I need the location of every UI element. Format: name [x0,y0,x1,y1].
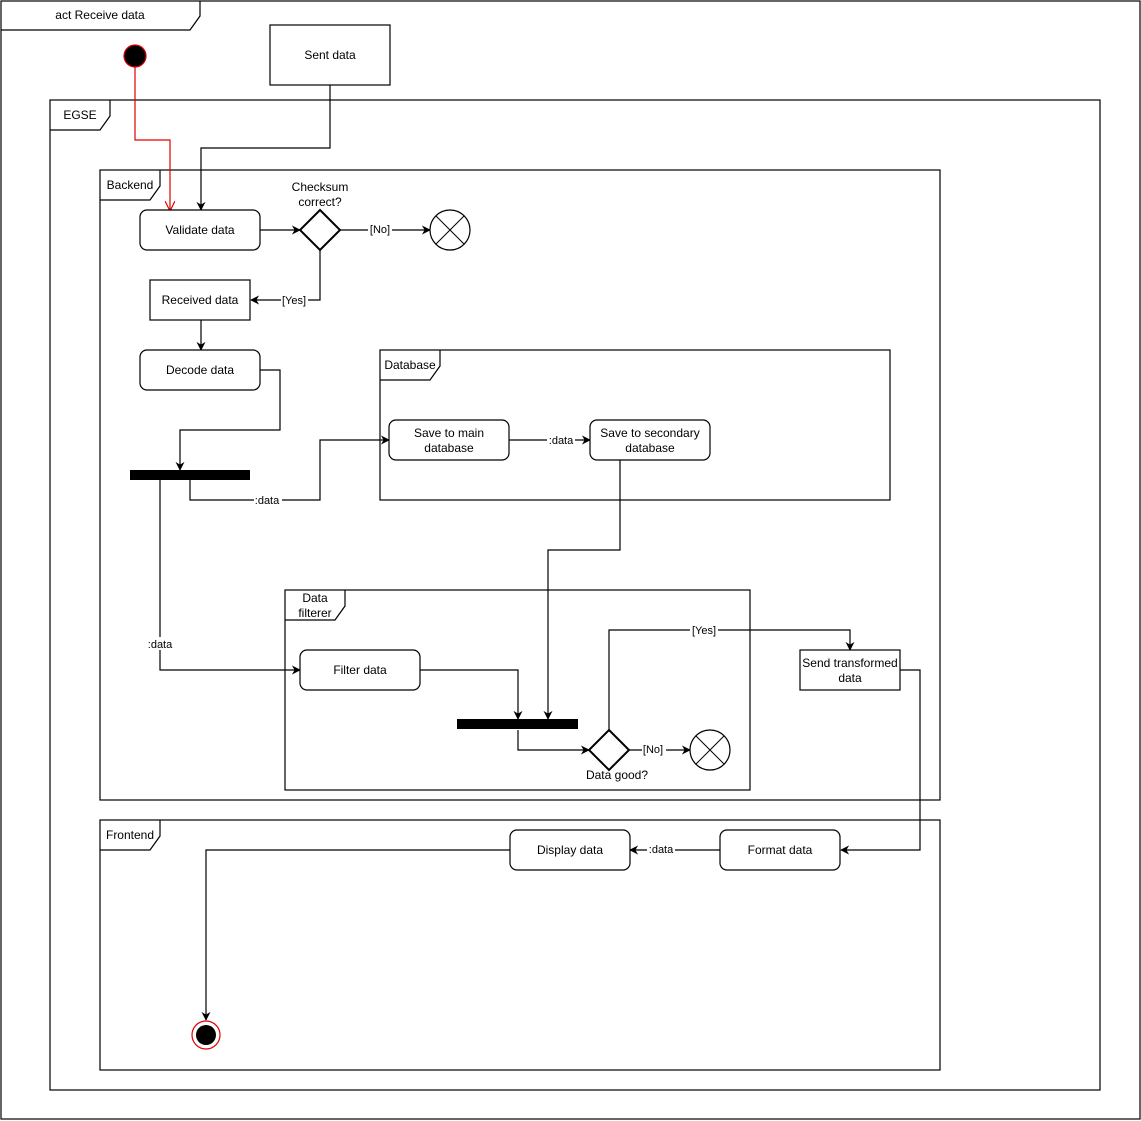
partition-egse: EGSE [49,99,1101,1091]
edge-fork-to-filter [159,480,301,675]
object-sent-data[interactable]: Sent data [269,24,391,86]
edge-send-to-format [840,669,921,855]
partition-frontend-label: Frontend [106,828,154,842]
edge-labels: [No] [Yes] :data :data :data [Yes] [No] … [146,223,718,856]
action-decode-data-label: Decode data [166,363,234,377]
action-save-main-database[interactable]: Save to main database [388,419,510,461]
object-sent-data-label: Sent data [304,48,356,62]
edge-label-checksum-no: [No] [370,224,390,236]
flow-final-checksum[interactable] [429,209,471,251]
object-received-data-label: Received data [162,293,239,307]
action-save-secondary-label-1: Save to secondary [600,426,699,440]
edges [134,67,921,1021]
partition-frontend: Frontend [99,819,941,1071]
action-save-main-label-2: database [424,441,474,455]
edge-label-checksum-yes: [Yes] [282,295,306,307]
decision-data-good-label: Data good? [586,768,648,782]
edge-checksum-yes [250,250,321,305]
edge-label-format-to-display: :data [649,844,674,856]
decision-checksum[interactable]: Checksum correct? [292,180,349,252]
action-validate-data-label: Validate data [165,223,234,237]
edge-label-data-good-yes: [Yes] [692,625,716,637]
decision-data-good[interactable]: Data good? [586,728,648,782]
join-bar[interactable] [457,719,578,729]
action-save-secondary-database[interactable]: Save to secondary database [589,419,711,461]
frame-title: act Receive data [55,8,145,22]
partition-backend-label: Backend [107,178,154,192]
edge-sent-to-validate [196,85,331,211]
edge-start-to-validate [134,67,170,210]
partition-database: Database [379,349,891,501]
activity-final-node[interactable] [191,1020,221,1050]
partition-egse-label: EGSE [63,108,96,122]
edge-label-data-good-no: [No] [643,744,663,756]
partition-database-label: Database [384,358,436,372]
object-received-data[interactable]: Received data [149,279,251,321]
edge-display-to-end [201,849,510,1021]
edge-join-to-data-good [517,730,590,755]
object-send-transformed-label-1: Send transformed [802,656,897,670]
decision-checksum-label-1: Checksum [292,180,349,194]
action-validate-data[interactable]: Validate data [139,209,261,251]
action-filter-data[interactable]: Filter data [299,649,421,691]
decision-checksum-label-2: correct? [298,195,342,209]
edge-decode-to-fork [175,369,281,471]
edge-label-fork-to-filter: :data [148,639,173,651]
partition-data-filterer: Data filterer [284,589,751,791]
action-format-data[interactable]: Format data [719,829,841,871]
object-send-transformed-data[interactable]: Send transformed data [799,649,901,691]
edge-secondary-to-join [543,460,621,720]
action-filter-data-label: Filter data [333,663,387,677]
flow-final-data-good[interactable] [689,729,731,771]
edge-label-fork-to-db: :data [255,495,280,507]
action-display-data[interactable]: Display data [509,829,631,871]
edge-fork-to-save-main [189,435,390,501]
edge-label-main-to-secondary: :data [549,435,574,447]
fork-bar[interactable] [130,470,250,480]
action-save-secondary-label-2: database [625,441,675,455]
object-send-transformed-label-2: data [838,671,862,685]
action-format-data-label: Format data [748,843,813,857]
edge-filter-to-join [420,669,523,720]
action-display-data-label: Display data [537,843,603,857]
action-decode-data[interactable]: Decode data [139,349,261,391]
partition-backend: Backend [99,169,941,801]
edge-data-good-yes [608,629,855,730]
partition-data-filterer-label-1: Data [302,591,328,605]
partition-data-filterer-label-2: filterer [298,606,331,620]
initial-node[interactable] [123,44,147,68]
action-save-main-label-1: Save to main [414,426,484,440]
